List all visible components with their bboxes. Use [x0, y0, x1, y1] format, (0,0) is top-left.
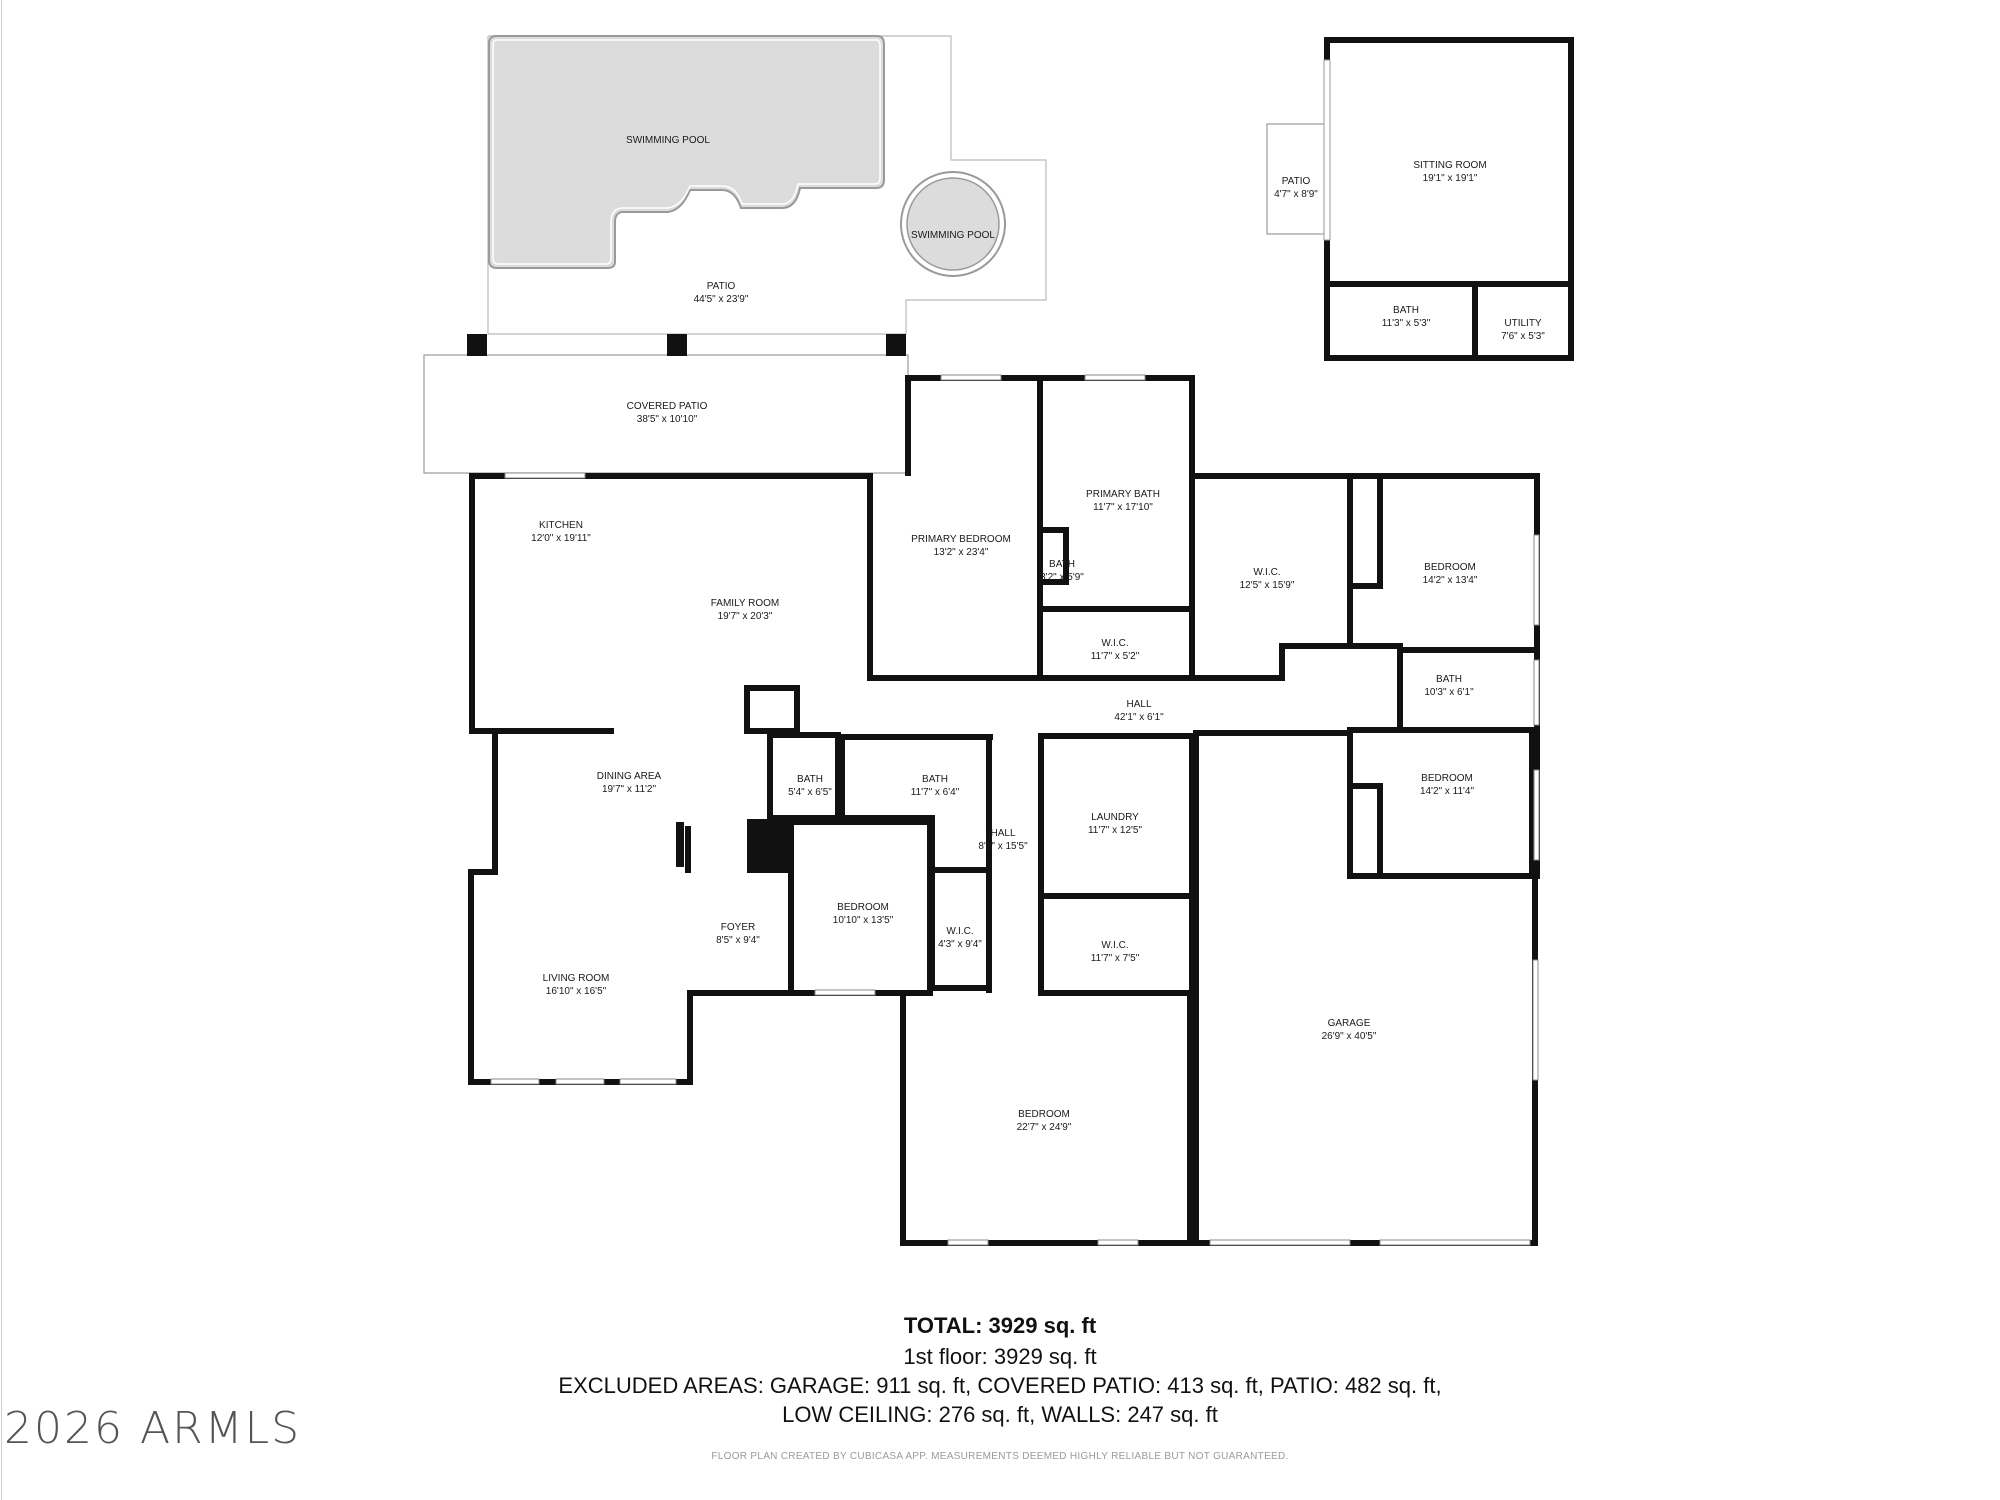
label-kitchen: KITCHEN [539, 520, 583, 531]
label-living-room: LIVING ROOM [543, 973, 610, 984]
dims-utility: 7'6" x 5'3" [1501, 331, 1545, 342]
label-laundry: LAUNDRY [1091, 812, 1139, 823]
swimming-pool-main [488, 35, 885, 269]
label-hall-small: HALL [990, 828, 1015, 839]
dims-bedroom-mid: 10'10" x 13'5" [833, 915, 894, 926]
label-bedroom-e: BEDROOM [1421, 773, 1473, 784]
dims-bath-small: 5'4" x 6'5" [788, 787, 832, 798]
label-patio: PATIO [707, 281, 736, 292]
label-pool-main: SWIMMING POOL [626, 135, 710, 146]
label-family-room: FAMILY ROOM [711, 598, 780, 609]
label-bath-east: BATH [1436, 674, 1462, 685]
low-ceiling-walls: LOW CEILING: 276 sq. ft, WALLS: 247 sq. … [782, 1402, 1218, 1427]
column [667, 334, 687, 356]
footer-disclaimer: FLOOR PLAN CREATED BY CUBICASA APP. MEAS… [711, 1451, 1289, 1462]
label-hall-main: HALL [1126, 699, 1151, 710]
label-wic-primary: W.I.C. [1253, 567, 1280, 578]
dims-dining-area: 19'7" x 11'2" [602, 784, 657, 795]
label-bedroom-mid: BEDROOM [837, 902, 889, 913]
dims-bath-primary-small: 3'2" x 5'9" [1040, 572, 1084, 583]
dims-bath-casita: 11'3" x 5'3" [1382, 318, 1431, 329]
label-sitting-room: SITTING ROOM [1413, 160, 1486, 171]
label-bedroom-ne: BEDROOM [1424, 562, 1476, 573]
dims-foyer: 8'5" x 9'4" [716, 935, 760, 946]
label-bath-casita: BATH [1393, 305, 1419, 316]
dims-bath-east: 10'3" x 6'1" [1424, 687, 1474, 698]
dims-primary-bath: 11'7" x 17'10" [1093, 502, 1153, 513]
label-primary-bedroom: PRIMARY BEDROOM [911, 534, 1011, 545]
dims-bath-hall: 11'7" x 6'4" [911, 787, 960, 798]
dims-wic-mid: 4'3" x 9'4" [938, 939, 982, 950]
dims-hall-small: 8'1" x 15'5" [978, 841, 1028, 852]
dims-patio: 44'5" x 23'9" [694, 294, 749, 305]
label-bath-primary-small: BATH [1049, 559, 1075, 570]
dims-bedroom-large: 22'7" x 24'9" [1017, 1122, 1072, 1133]
walls [468, 375, 1540, 1246]
label-wic-laundry: W.I.C. [1101, 940, 1128, 951]
dims-covered-patio: 38'5" x 10'10" [637, 414, 698, 425]
label-utility: UTILITY [1504, 318, 1542, 329]
dims-garage: 26'9" x 40'5" [1322, 1031, 1377, 1042]
dims-wic-laundry: 11'7" x 7'5" [1091, 953, 1140, 964]
windows [490, 374, 1540, 1246]
dims-primary-bedroom: 13'2" x 23'4" [934, 547, 989, 558]
label-bath-small: BATH [797, 774, 823, 785]
room-labels: SWIMMING POOL SWIMMING POOL PATIO 44'5" … [531, 135, 1545, 1133]
label-wic-primary-bath: W.I.C. [1101, 638, 1128, 649]
label-dining-area: DINING AREA [597, 771, 662, 782]
dims-wic-primary: 12'5" x 15'9" [1240, 580, 1295, 591]
label-covered-patio: COVERED PATIO [627, 401, 708, 412]
label-bath-hall: BATH [922, 774, 948, 785]
floor-area: 1st floor: 3929 sq. ft [903, 1344, 1097, 1369]
label-garage: GARAGE [1328, 1018, 1371, 1029]
dims-hall-main: 42'1" x 6'1" [1114, 712, 1164, 723]
dims-bedroom-e: 14'2" x 11'4" [1420, 786, 1475, 797]
dims-family-room: 19'7" x 20'3" [718, 611, 773, 622]
dims-sitting-room: 19'1" x 19'1" [1423, 173, 1478, 184]
dims-kitchen: 12'0" x 19'11" [531, 533, 591, 544]
label-pool-round: SWIMMING POOL [911, 230, 995, 241]
dims-wic-primary-bath: 11'7" x 5'2" [1091, 651, 1140, 662]
dims-laundry: 11'7" x 12'5" [1088, 825, 1143, 836]
casita-walls [1324, 37, 1574, 361]
total-area: TOTAL: 3929 sq. ft [903, 1313, 1097, 1338]
label-primary-bath: PRIMARY BATH [1086, 489, 1160, 500]
dims-living-room: 16'10" x 16'5" [546, 986, 607, 997]
excluded-areas: EXCLUDED AREAS: GARAGE: 911 sq. ft, COVE… [558, 1373, 1442, 1398]
label-foyer: FOYER [721, 922, 755, 933]
column [467, 334, 487, 356]
dims-bedroom-ne: 14'2" x 13'4" [1423, 575, 1478, 586]
label-wic-mid: W.I.C. [946, 926, 973, 937]
label-bedroom-large: BEDROOM [1018, 1109, 1070, 1120]
dims-patio-casita: 4'7" x 8'9" [1274, 189, 1318, 200]
patio-area [487, 35, 1047, 335]
watermark: 2026 ARMLS [4, 1403, 302, 1454]
label-patio-casita: PATIO [1282, 176, 1311, 187]
column [886, 334, 906, 356]
